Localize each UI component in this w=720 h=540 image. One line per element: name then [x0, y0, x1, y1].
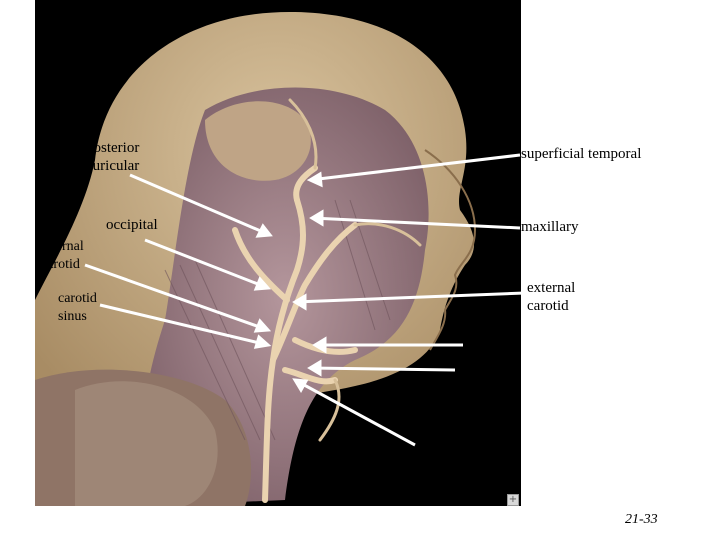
internal-carotid-leader: [84, 263, 269, 332]
label-posterior-auricular: posterior auricular: [86, 140, 140, 174]
zoom-icon[interactable]: +: [507, 494, 519, 506]
label-superior-thyroid: superior thyroid: [415, 437, 461, 470]
superior-thyroid-leader: [294, 378, 416, 447]
label-occipital: occipital: [106, 217, 158, 233]
superficial-temporal-leader: [309, 153, 521, 182]
arrowhead: [307, 359, 322, 377]
label-carotid-sinus: carotid sinus: [58, 291, 97, 324]
occipital-leader: [144, 238, 269, 290]
dissection-photo: [35, 0, 521, 506]
arrowhead: [253, 276, 272, 291]
head-neck-dissection-illustration: [35, 11, 477, 506]
carotid-sinus-leader: [99, 303, 269, 347]
arrowhead: [309, 209, 324, 227]
arrowhead: [255, 223, 273, 238]
arrowhead: [312, 336, 327, 354]
arrowhead: [253, 318, 272, 333]
posterior-auricular-leader: [129, 173, 271, 237]
arrowhead: [253, 334, 272, 349]
lingual-leader: [309, 366, 456, 372]
label-superficial-temporal: superficial temporal: [521, 146, 642, 162]
maxillary-leader: [311, 216, 521, 230]
label-external-carotid: external carotid: [527, 280, 576, 314]
label-lingual: lingual: [463, 363, 502, 378]
slide-number: 21-33: [625, 512, 658, 527]
external-carotid-leader: [294, 291, 526, 304]
arrowhead: [292, 293, 307, 311]
arrowhead: [292, 378, 309, 393]
arrowhead: [306, 171, 323, 188]
label-maxillary: maxillary: [521, 219, 579, 235]
label-internal-carotid: internal carotid: [41, 239, 84, 272]
label-facial: facial: [463, 338, 495, 353]
